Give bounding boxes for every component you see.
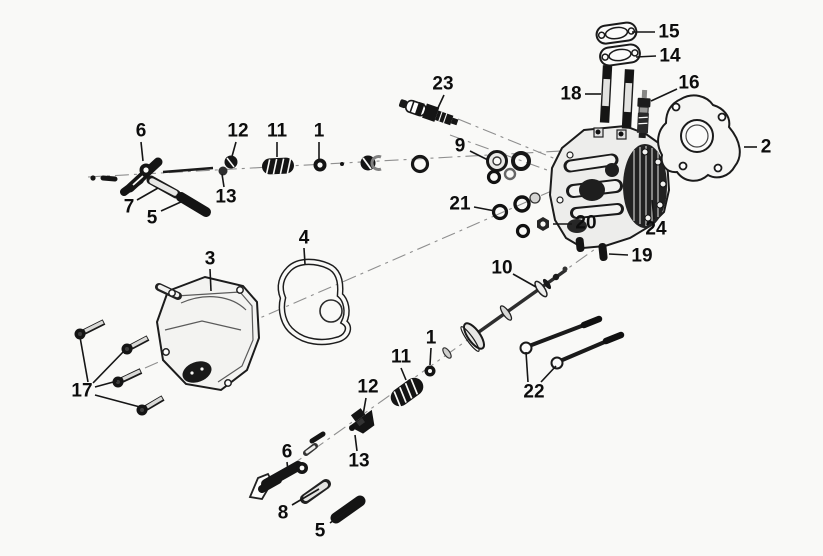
leader-line-7: [136, 187, 159, 201]
leader-line-8: [291, 488, 320, 506]
callout-22: 22: [523, 382, 544, 403]
leader-line-12-top: [230, 141, 237, 161]
sensor-fitting: [636, 89, 651, 139]
leader-line-16: [650, 88, 678, 102]
leader-line-22: [540, 365, 557, 383]
leader-line-6-bottom: [286, 461, 289, 472]
leader-line-17: [94, 380, 118, 388]
dowel-pins: [575, 236, 608, 262]
leader-line-5-top: [160, 200, 184, 212]
callout-24: 24: [645, 219, 667, 240]
callout-1-bottom: 1: [426, 328, 437, 349]
cover-emblem: [182, 361, 212, 383]
callout-6-bottom: 6: [282, 442, 293, 463]
valve-spring-bottom: [390, 377, 424, 408]
leader-line-19: [608, 253, 629, 256]
callout-20: 20: [575, 213, 596, 234]
o-ring: [410, 154, 430, 174]
leader-line-11-bottom: [400, 367, 407, 381]
callout-5-top: 5: [147, 208, 158, 229]
leader-line-10: [512, 273, 537, 288]
callout-12-top: 12: [227, 121, 248, 142]
callout-7: 7: [124, 197, 135, 218]
valve-adjuster-top: [218, 155, 238, 176]
rocker-arm-top: [90, 157, 214, 196]
leader-line-22: [525, 351, 529, 383]
leader-line-6-top: [140, 141, 144, 162]
valve-seals-group: [486, 150, 531, 185]
callout-23: 23: [432, 74, 453, 95]
spring-retainer-top: [313, 158, 327, 172]
leader-line-17: [94, 394, 141, 408]
leader-line-5-bottom: [329, 508, 350, 524]
leader-line-3: [209, 268, 212, 292]
callout-6-top: 6: [136, 121, 147, 142]
callout-12-bottom: 12: [357, 377, 378, 398]
valve-cotters-group: [491, 192, 541, 239]
callout-16: 16: [678, 73, 699, 94]
callout-21: 21: [449, 194, 471, 215]
exhaust-gasket-upper: [595, 21, 638, 45]
leader-line-24: [651, 199, 655, 220]
callout-17: 17: [71, 381, 92, 402]
rocker-shaft-top: [146, 175, 181, 199]
callout-4: 4: [299, 228, 310, 249]
callout-11-top: 11: [267, 121, 288, 142]
leader-line-13-bottom: [354, 434, 358, 452]
leader-line-23: [436, 94, 445, 111]
leader-line-17: [79, 336, 89, 383]
callout-1-top: 1: [314, 121, 325, 142]
leader-line-21: [473, 206, 496, 212]
leader-line-1-bottom: [429, 347, 432, 366]
leader-line-17: [92, 349, 126, 384]
adjuster-nut-bottom: [303, 418, 365, 456]
cover-bolts: [74, 319, 165, 416]
leader-line-13-top: [221, 173, 225, 188]
valve-keepers: [340, 155, 382, 171]
callout-5-bottom: 5: [315, 521, 326, 542]
callout-11-bottom: 11: [391, 347, 412, 368]
callout-19: 19: [631, 246, 652, 267]
valve-spring-top: [262, 157, 294, 175]
head-bolts: [519, 315, 625, 370]
leader-line-14: [635, 55, 657, 58]
callout-14: 14: [659, 46, 681, 67]
callout-13-top: 13: [215, 187, 236, 208]
callout-18: 18: [560, 84, 581, 105]
callout-9: 9: [455, 136, 466, 157]
leader-line-9: [469, 150, 489, 161]
exhaust-studs: [599, 65, 635, 129]
cylinder-head: [548, 124, 671, 250]
callout-2: 2: [761, 137, 772, 158]
leader-line-4: [303, 247, 306, 265]
callout-3: 3: [205, 249, 216, 270]
spring-retainer-bottom: [424, 365, 436, 377]
callout-13-bottom: 13: [348, 451, 369, 472]
hex-nut: [537, 217, 549, 231]
valve-cover: [155, 275, 261, 392]
callout-15: 15: [658, 22, 680, 43]
cover-gasket: [277, 258, 352, 346]
callout-10: 10: [491, 258, 512, 279]
leader-line-12-bottom: [362, 397, 367, 416]
intake-valve: [442, 266, 568, 359]
intake-gasket: [657, 94, 741, 182]
rocker-arm-bottom: [248, 461, 308, 500]
spark-plug: [398, 99, 459, 126]
rocker-pin-top: [176, 192, 211, 217]
exhaust-gasket-lower: [599, 43, 641, 67]
callout-8: 8: [278, 503, 289, 524]
